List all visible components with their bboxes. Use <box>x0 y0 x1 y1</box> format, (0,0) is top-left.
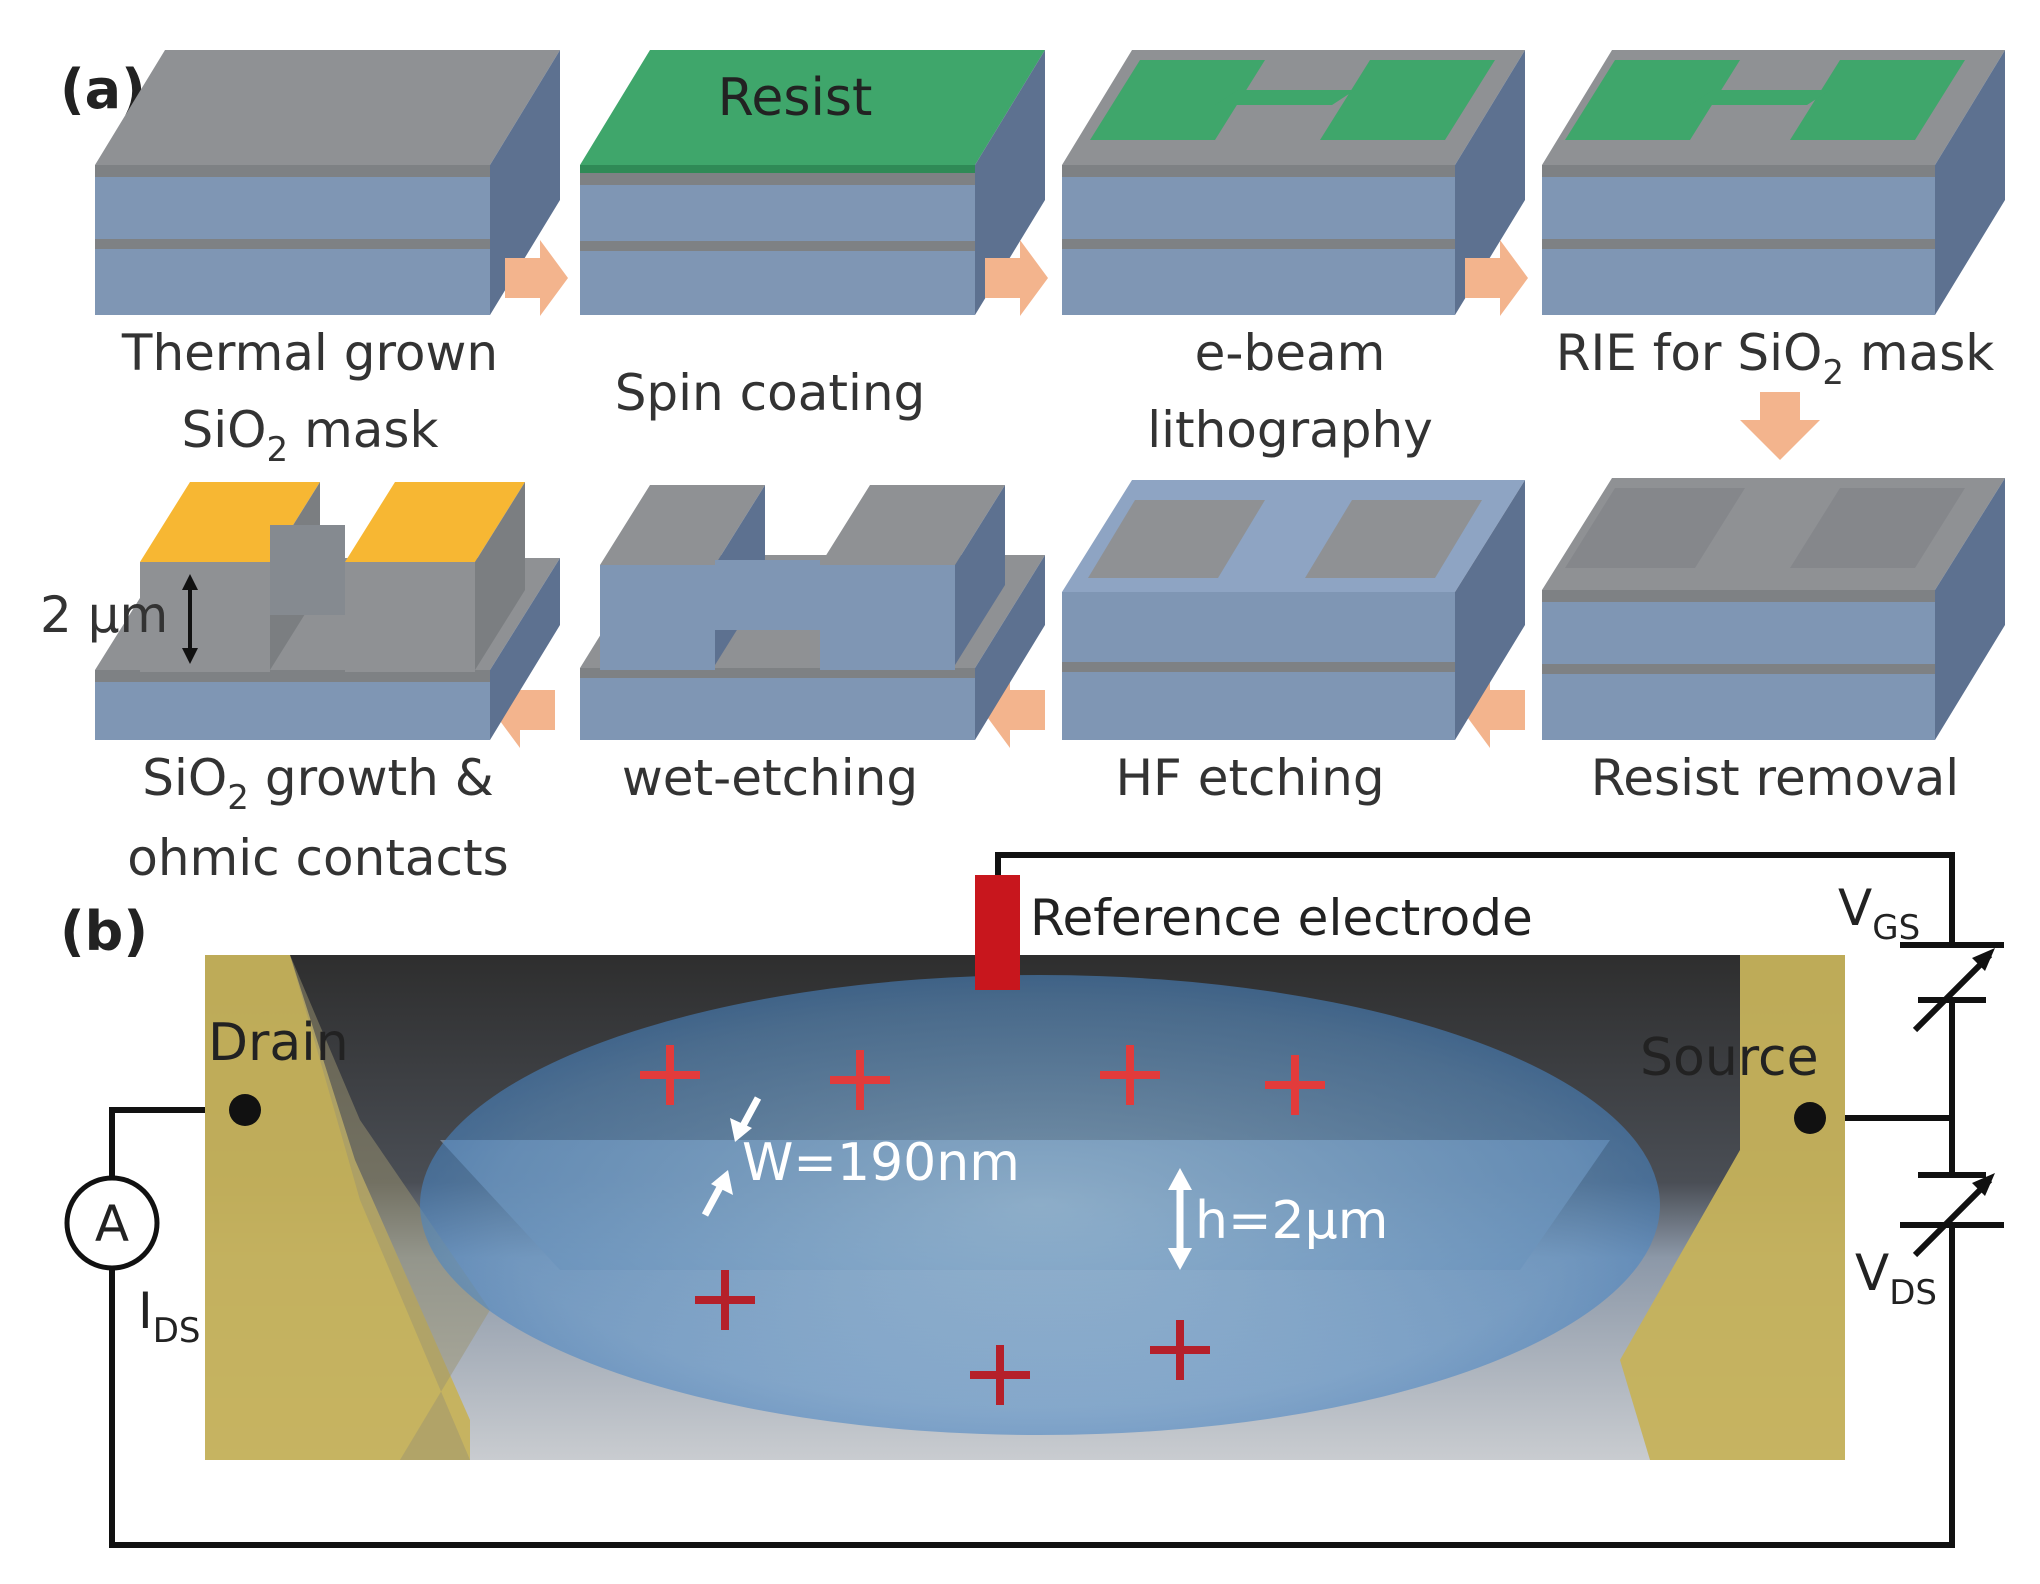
step-8-label-line1: SiO2 growth & <box>142 749 493 818</box>
vgs-arrow-head <box>1972 948 1995 971</box>
step-6-block <box>1062 480 1525 740</box>
step-3-label-line2: lithography <box>1147 401 1433 459</box>
channel-height-arrow <box>1168 1168 1192 1270</box>
height-arrow <box>182 574 198 664</box>
ids-label: IDS <box>138 1282 201 1351</box>
vgs-label: VGS <box>1838 879 1920 948</box>
step-1-label-line1: Thermal grown <box>121 324 498 382</box>
reference-electrode-label: Reference electrode <box>1030 889 1533 947</box>
step-8-label-line2: ohmic contacts <box>127 829 508 887</box>
height-label-2um: 2 µm <box>40 586 168 644</box>
ammeter-symbol <box>64 1175 160 1271</box>
width-arrow-head-bottom <box>711 1170 733 1195</box>
step-3-block <box>1062 50 1525 315</box>
step-2-block <box>580 50 1045 315</box>
positive-charges <box>640 1045 1325 1405</box>
vds-variable-source <box>1900 1172 2004 1258</box>
ammeter-label: A <box>95 1195 129 1253</box>
step-5-block <box>1542 478 2005 740</box>
step-1-label-line2: SiO2 mask <box>182 401 439 470</box>
resist-layer-label: Resist <box>718 68 873 128</box>
vds-arrow-head <box>1972 1173 1995 1196</box>
step-6-label: HF etching <box>1115 749 1384 807</box>
step-4-label: RIE for SiO2 mask <box>1556 324 1995 393</box>
step-7-block <box>580 485 1045 740</box>
step-5-label: Resist removal <box>1591 749 1959 807</box>
step-3-label-line1: e-beam <box>1195 324 1386 382</box>
step-1-block <box>95 50 560 315</box>
step-7-label: wet-etching <box>622 749 918 807</box>
process-arrow-1 <box>505 240 568 316</box>
step-8-block <box>95 482 560 740</box>
reference-electrode <box>975 875 1020 990</box>
width-label: W=190nm <box>742 1133 1020 1193</box>
channel-height-label: h=2µm <box>1195 1191 1388 1251</box>
process-arrow-4 <box>1740 392 1820 460</box>
electrolyte-droplet <box>420 975 1660 1435</box>
width-arrow-head-top <box>730 1118 752 1142</box>
drain-contact-dot <box>229 1094 261 1126</box>
vgs-variable-source <box>1900 942 2004 1033</box>
process-arrow-3 <box>1465 240 1528 316</box>
source-label: Source <box>1640 1028 1819 1088</box>
step-2-label: Spin coating <box>615 364 926 422</box>
panel-b-label: (b) <box>60 900 148 963</box>
step-4-block <box>1542 50 2005 315</box>
process-arrow-2 <box>985 240 1048 316</box>
source-contact-dot <box>1794 1102 1826 1134</box>
drain-label: Drain <box>208 1013 349 1073</box>
vds-label: VDS <box>1855 1244 1937 1313</box>
